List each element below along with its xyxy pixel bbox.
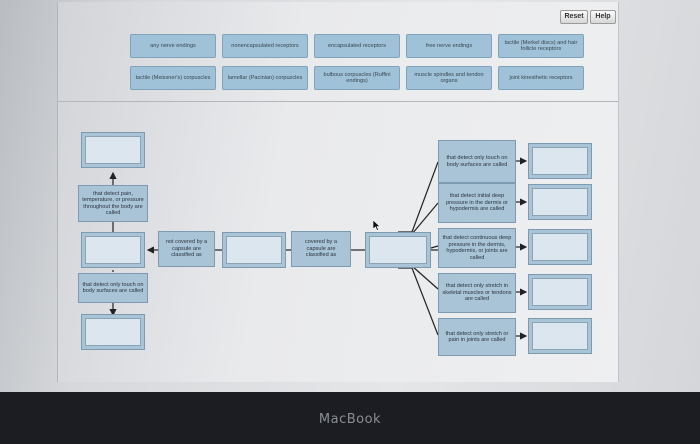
laptop-bezel: [0, 392, 700, 444]
label-right-2: that detect initial deep pressure in the…: [438, 183, 516, 223]
drop-target-nonencapsulated[interactable]: [222, 232, 286, 268]
drop-target-left-top[interactable]: [81, 132, 145, 168]
screen: Reset Help any nerve endings nonencapsul…: [0, 0, 700, 392]
label-right-1: that detect only touch on body surfaces …: [438, 140, 516, 183]
chip-nonencapsulated-receptors[interactable]: nonencapsulated receptors: [222, 34, 308, 58]
label-right-5: that detect only stretch or pain in join…: [438, 318, 516, 356]
drop-target-encapsulated[interactable]: [365, 232, 431, 268]
chip-meissner-corpuscles[interactable]: tactile (Meissner's) corpuscles: [130, 66, 216, 90]
word-bank: any nerve endings nonencapsulated recept…: [62, 28, 614, 100]
chip-bulbous-corpuscles[interactable]: bulbous corpuscles (Ruffini endings): [314, 66, 400, 90]
drop-target-right-2[interactable]: [528, 184, 592, 220]
mouse-cursor-icon: [373, 220, 381, 231]
label-right-4: that detect only stretch in skeletal mus…: [438, 273, 516, 313]
help-button[interactable]: Help: [590, 10, 616, 24]
drop-target-right-3[interactable]: [528, 229, 592, 265]
laptop-brand: MacBook: [318, 412, 382, 427]
reset-button[interactable]: Reset: [560, 10, 588, 24]
drop-target-left-bottom[interactable]: [81, 314, 145, 350]
chip-any-nerve-endings[interactable]: any nerve endings: [130, 34, 216, 58]
divider: [58, 101, 618, 102]
chip-muscle-spindles[interactable]: muscle spindles and tendon organs: [406, 66, 492, 90]
label-not-covered-capsule: not covered by a capsule are classified …: [158, 231, 215, 267]
label-pain-temperature: that detect pain, temperature, or pressu…: [78, 185, 148, 222]
drop-target-right-4[interactable]: [528, 274, 592, 310]
chip-joint-kinesthetic[interactable]: joint kinesthetic receptors: [498, 66, 584, 90]
label-body-surface-touch: that detect only touch on body surfaces …: [78, 273, 148, 303]
drop-target-right-5[interactable]: [528, 318, 592, 354]
chip-lamellar-corpuscles[interactable]: lamellar (Pacinian) corpuscles: [222, 66, 308, 90]
chip-encapsulated-receptors[interactable]: encapsulated receptors: [314, 34, 400, 58]
label-right-3: that detect continuous deep pressure in …: [438, 228, 516, 268]
activity-panel: Reset Help any nerve endings nonencapsul…: [57, 2, 619, 382]
drop-target-right-1[interactable]: [528, 143, 592, 179]
chip-free-nerve-endings[interactable]: free nerve endings: [406, 34, 492, 58]
chip-merkel-hair-follicle[interactable]: tactile (Merkel discs) and hair follicle…: [498, 34, 584, 58]
drop-target-left-middle[interactable]: [81, 232, 145, 268]
label-covered-capsule: covered by a capsule are classified as: [291, 231, 351, 267]
